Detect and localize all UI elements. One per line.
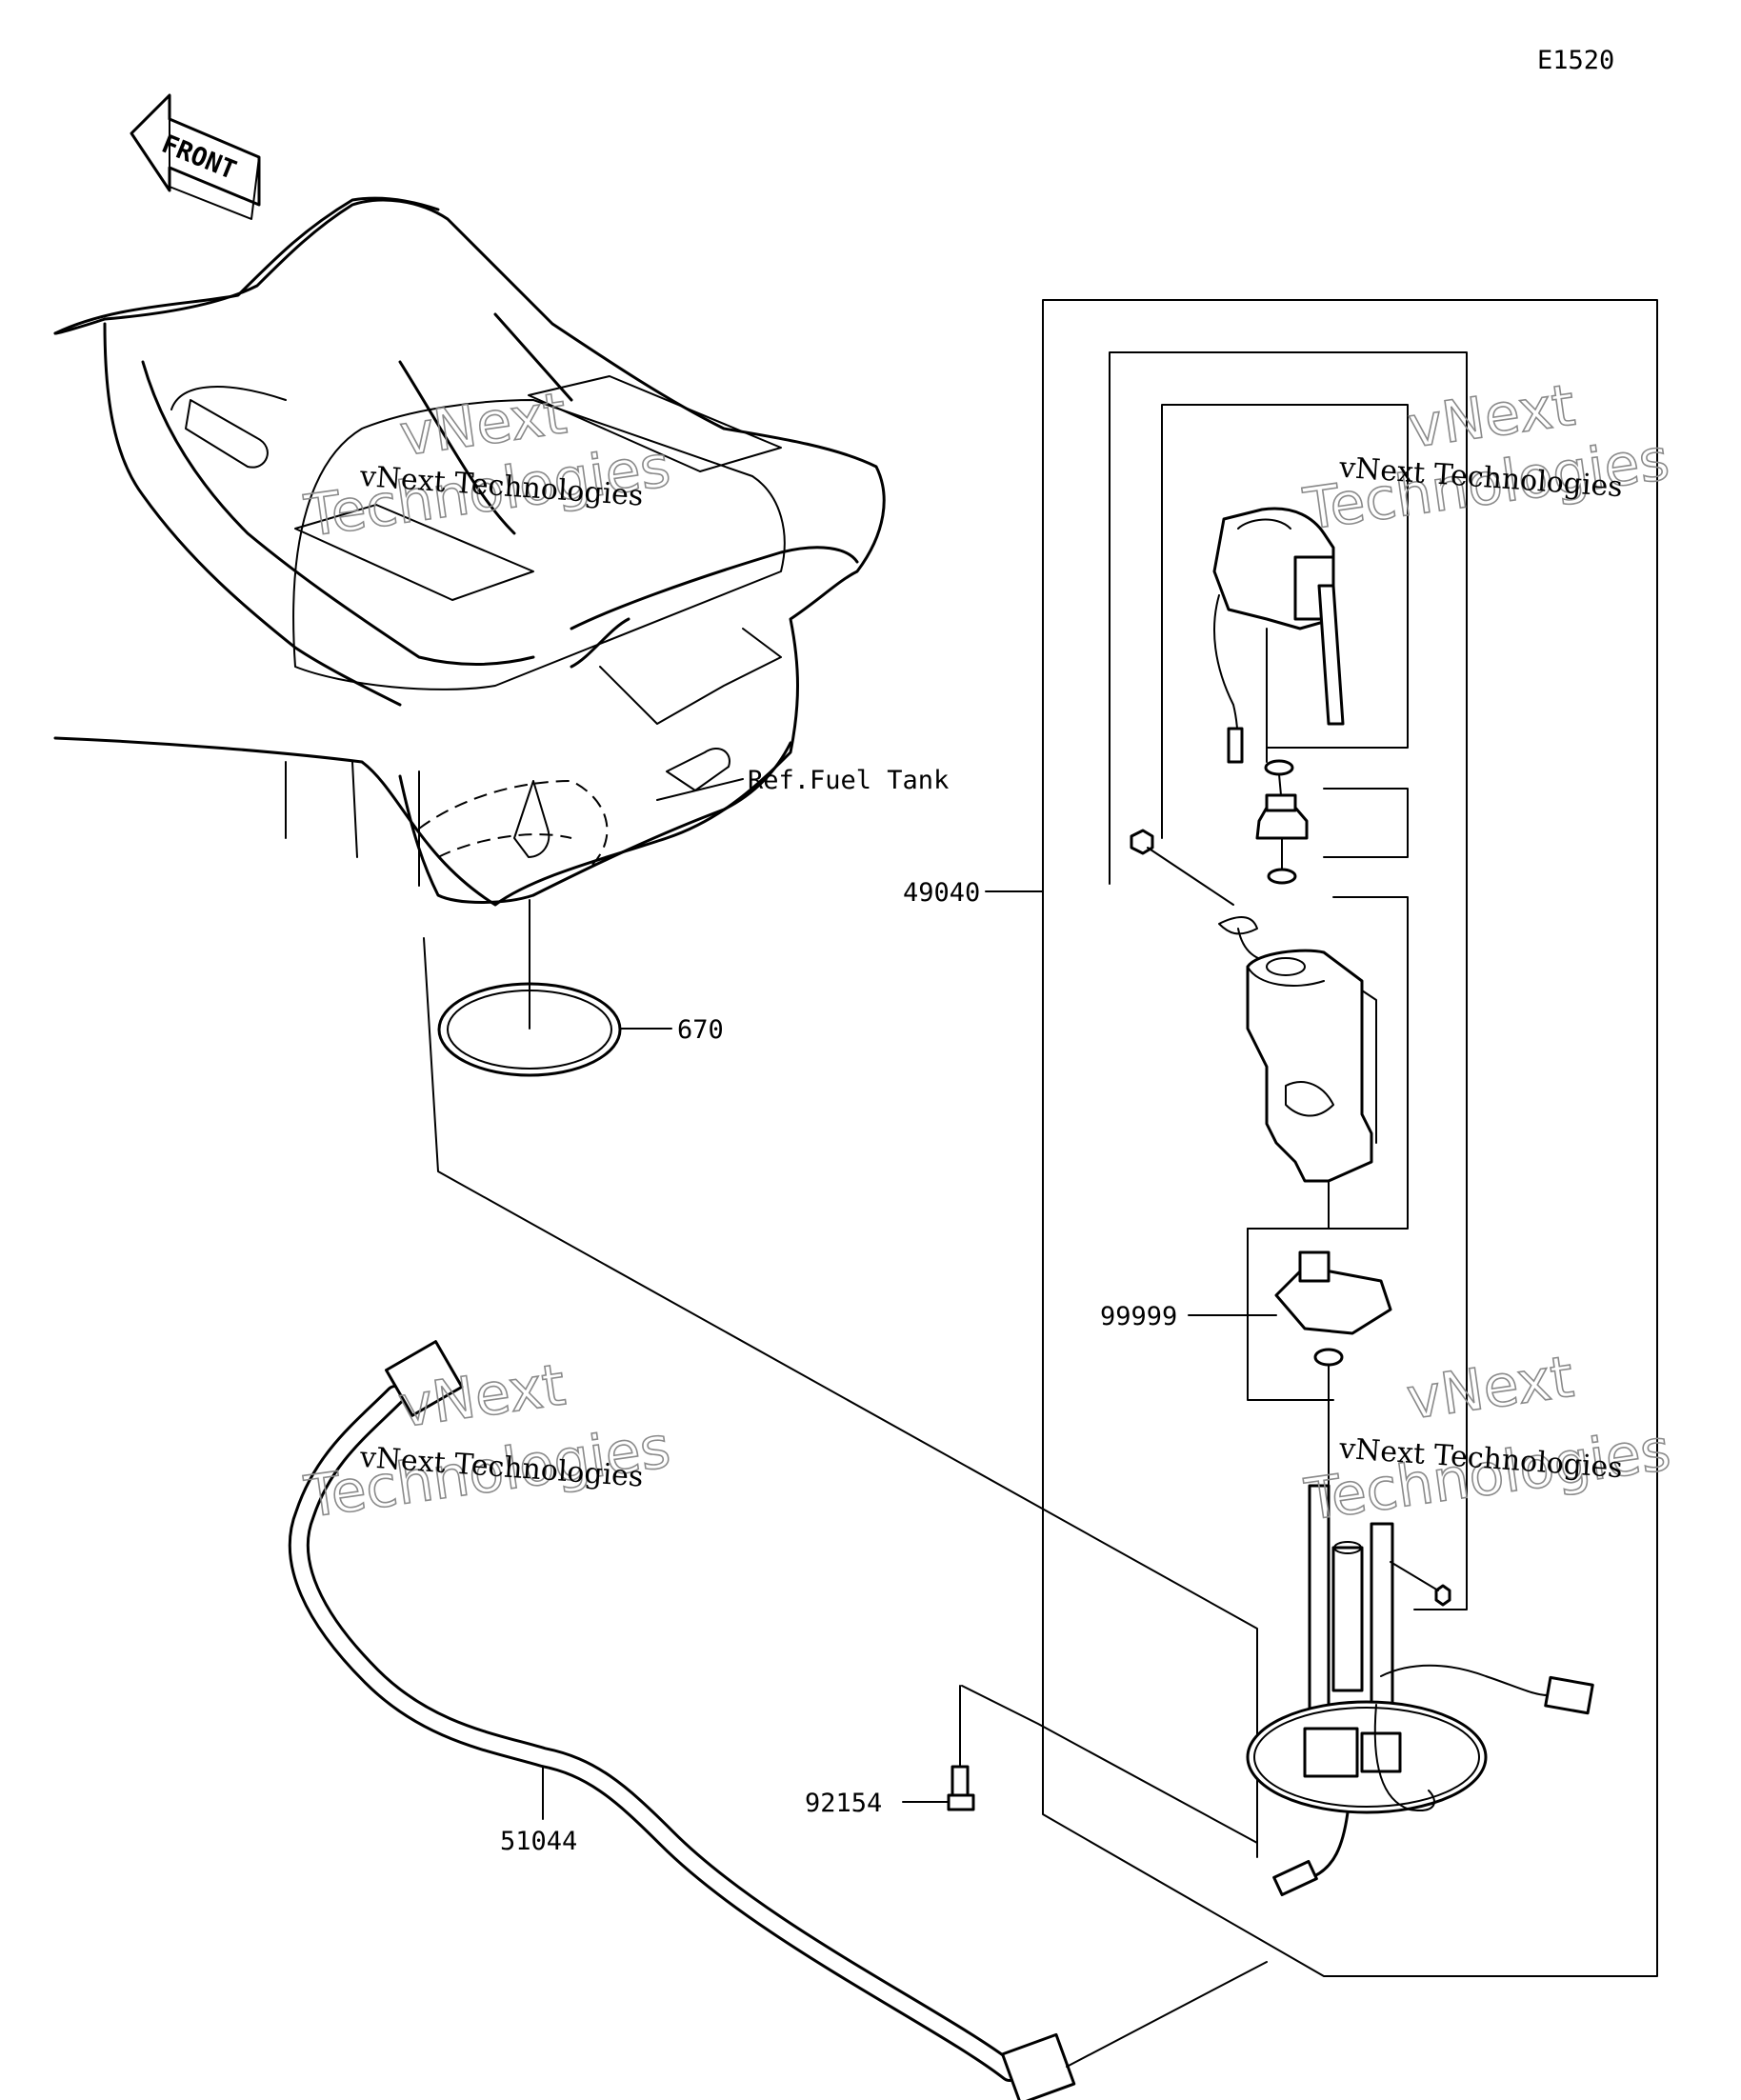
gasket-ring	[437, 899, 672, 1077]
svg-text:vNext: vNext	[1403, 1344, 1577, 1433]
callout-670: 670	[677, 1015, 724, 1045]
pump-filter	[1188, 1250, 1392, 1487]
fuel-tank-drawing	[53, 196, 886, 907]
fuel-hose	[288, 1340, 1268, 2100]
callout-51044: 51044	[500, 1827, 577, 1856]
connector-parts	[1255, 759, 1309, 885]
watermark-bottom-right: vNext Technologies vNext Technologies	[1300, 1343, 1675, 1534]
fuel-pump	[1246, 949, 1377, 1230]
diagram-code: E1520	[1537, 46, 1614, 75]
ref-fuel-tank-label: Ref.Fuel Tank	[748, 766, 949, 795]
callout-92154: 92154	[805, 1789, 882, 1818]
bolt-92154	[902, 1685, 975, 1811]
pump-bracket-flange	[1246, 1484, 1594, 1897]
ref-fuel-tank-leader	[656, 778, 744, 801]
front-arrow-icon: FRONT	[130, 93, 261, 220]
watermark-top-right: vNext Technologies vNext Technologies	[1299, 371, 1674, 544]
group-box-49040	[1042, 299, 1658, 1977]
fuel-level-sender	[1212, 507, 1345, 764]
callout-49040: 49040	[903, 878, 980, 908]
callout-99999: 99999	[1100, 1302, 1177, 1331]
watermark-top-left: vNext Technologies vNext Technologies	[300, 379, 675, 550]
nut-and-wire	[1130, 829, 1277, 963]
